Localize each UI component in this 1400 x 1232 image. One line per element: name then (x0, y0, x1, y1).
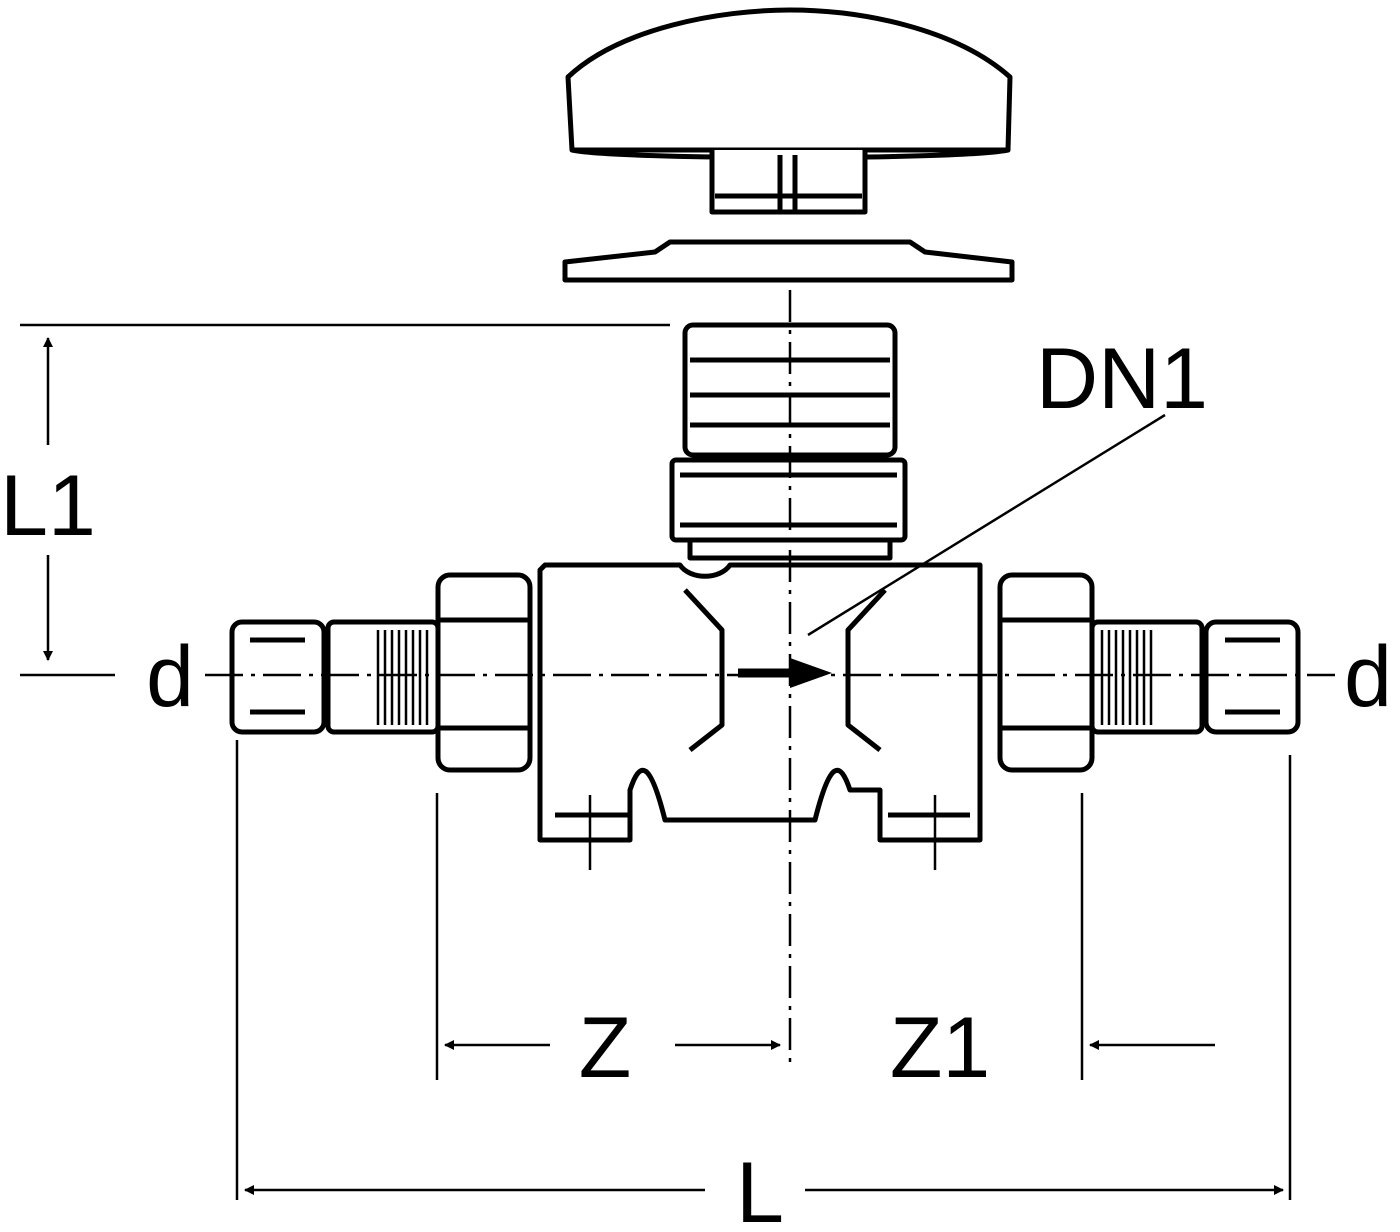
dimension-label-Z1: Z1 (890, 1000, 990, 1096)
press-fitting-right (1089, 619, 1301, 735)
nominal-diameter-label-DN1: DN1 (1036, 331, 1208, 427)
valve-rosette (562, 239, 1015, 283)
pipe-diameter-label-right: d (1344, 629, 1392, 725)
union-nut-right (997, 572, 1095, 773)
dimension-lines (20, 323, 1292, 1200)
union-nut-left (435, 572, 533, 773)
dimension-label-L1: L1 (0, 458, 96, 554)
valve-bonnet (669, 322, 908, 561)
dimension-label-Z: Z (579, 1000, 632, 1096)
valve-body (537, 562, 983, 843)
press-fitting-left (229, 619, 441, 735)
pipe-diameter-label-left: d (146, 629, 194, 725)
flow-direction-arrow (738, 658, 832, 688)
center-lines (205, 290, 1335, 1070)
dimension-label-L: L (736, 1145, 784, 1232)
valve-handle (565, 7, 1013, 215)
